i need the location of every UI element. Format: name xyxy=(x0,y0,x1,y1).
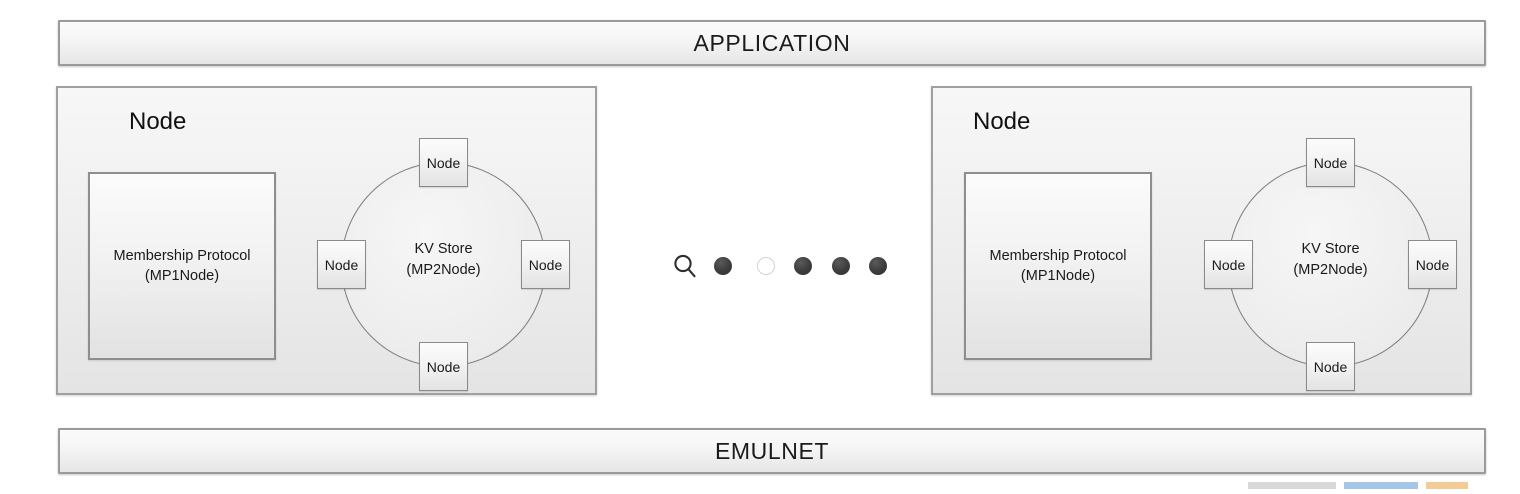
ring-node-west-left: Node xyxy=(317,240,366,289)
ellipsis-dot-3 xyxy=(794,257,812,275)
membership-protocol-line1: Membership Protocol xyxy=(989,248,1127,264)
ring-node-north-right: Node xyxy=(1306,138,1355,187)
clipped-text-artifact xyxy=(1248,482,1476,489)
node-container-right: Node Membership Protocol (MP1Node) KV St… xyxy=(931,86,1472,395)
node-container-left: Node Membership Protocol (MP1Node) KV St… xyxy=(56,86,597,395)
ellipsis-dot-4 xyxy=(832,257,850,275)
membership-protocol-box-left: Membership Protocol (MP1Node) xyxy=(88,172,276,360)
kv-store-circle-left xyxy=(341,162,546,367)
ellipsis-dot-1 xyxy=(714,257,732,275)
membership-protocol-line1: Membership Protocol xyxy=(113,248,251,264)
kv-store-ring-right: KV Store (MP2Node) Node Node Node Node xyxy=(1204,138,1457,391)
kv-store-ring-left: KV Store (MP2Node) Node Node Node Node xyxy=(317,138,570,391)
kv-store-label-left: KV Store (MP2Node) xyxy=(341,239,546,281)
node-title-left: Node xyxy=(129,108,187,135)
emulnet-layer-bar: EMULNET xyxy=(58,428,1486,474)
ellipsis-dot-5 xyxy=(869,257,887,275)
ring-node-east-right: Node xyxy=(1408,240,1457,289)
membership-protocol-label-right: Membership Protocol (MP1Node) xyxy=(966,246,1150,286)
membership-protocol-line2: (MP1Node) xyxy=(1020,268,1096,284)
ring-node-east-left: Node xyxy=(521,240,570,289)
search-icon xyxy=(672,252,698,280)
application-layer-bar: APPLICATION xyxy=(58,20,1486,66)
ring-node-south-left: Node xyxy=(419,342,468,391)
kv-store-label-right: KV Store (MP2Node) xyxy=(1228,239,1433,281)
ring-node-south-right: Node xyxy=(1306,342,1355,391)
ellipsis-dot-2 xyxy=(757,257,775,275)
ring-node-west-right: Node xyxy=(1204,240,1253,289)
kv-store-line2: (MP2Node) xyxy=(1293,262,1368,278)
application-layer-label: APPLICATION xyxy=(693,29,851,56)
ellipsis-group xyxy=(668,250,888,282)
node-title-right: Node xyxy=(973,108,1031,135)
membership-protocol-line2: (MP1Node) xyxy=(144,268,220,284)
membership-protocol-label-left: Membership Protocol (MP1Node) xyxy=(90,246,274,286)
membership-protocol-box-right: Membership Protocol (MP1Node) xyxy=(964,172,1152,360)
kv-store-line1: KV Store xyxy=(414,241,473,257)
kv-store-line1: KV Store xyxy=(1301,241,1360,257)
ring-node-north-left: Node xyxy=(419,138,468,187)
kv-store-circle-right xyxy=(1228,162,1433,367)
kv-store-line2: (MP2Node) xyxy=(406,262,481,278)
emulnet-layer-label: EMULNET xyxy=(714,437,830,464)
